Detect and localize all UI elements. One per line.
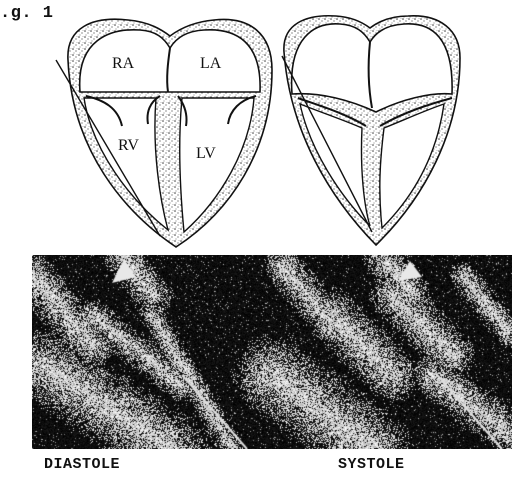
systole-heart	[282, 16, 460, 245]
label-lv: LV	[196, 145, 216, 162]
label-la: LA	[200, 55, 222, 72]
label-ra: RA	[112, 55, 135, 72]
label-rv: RV	[118, 137, 139, 154]
caption-diastole: DIASTOLE	[44, 456, 120, 473]
diastole-heart: RA LA RV LV	[56, 19, 272, 247]
diastole-rv-cavity	[84, 98, 168, 230]
heart-diagram: RA LA RV LV	[0, 0, 514, 255]
caption-systole: SYSTOLE	[338, 456, 405, 473]
echocardiogram-images	[32, 255, 512, 449]
